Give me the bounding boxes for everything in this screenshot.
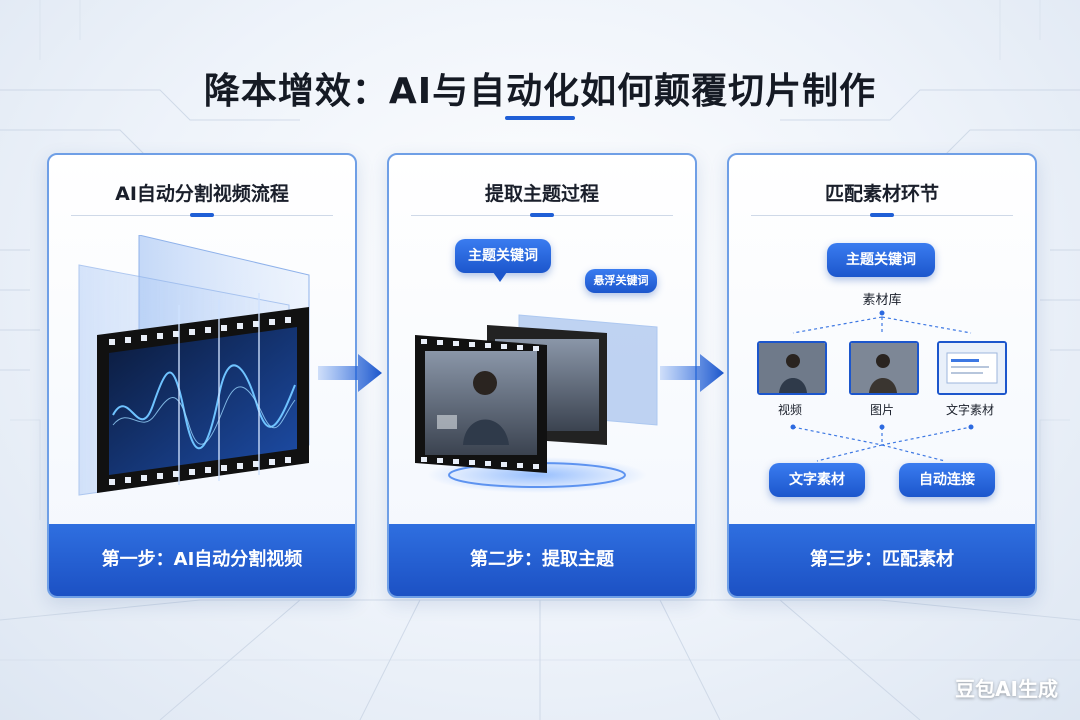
thumb-label-text: 文字素材 <box>945 403 994 417</box>
arrow-right-icon <box>660 354 724 392</box>
step-footer: 第二步：提取主题 <box>389 524 695 596</box>
auto-connect-pill: 自动连接 <box>899 463 995 497</box>
card-extract-topic: 提取主题过程 主题关键词 悬浮关键词 <box>387 153 697 598</box>
card-title: 提取主题过程 <box>484 183 599 205</box>
video-thumbnail <box>757 341 827 395</box>
arrow-right-icon <box>318 354 382 392</box>
divider-accent <box>190 213 214 217</box>
card-match-material: 匹配素材环节 主题关键词 素材库 视频 图片 文字素材 文字素材 自动连接 第三… <box>727 153 1037 598</box>
connector-lines <box>790 310 974 462</box>
page-title: 降本增效：AI与自动化如何颠覆切片制作 <box>203 71 877 112</box>
image-thumbnail <box>849 341 919 395</box>
floating-keyword-bubble: 悬浮关键词 <box>585 269 657 293</box>
watermark: 豆包AI生成 <box>955 677 1058 701</box>
title-underline <box>505 116 575 120</box>
video-frames-illustration <box>415 314 658 493</box>
card-title: AI自动分割视频流程 <box>115 183 289 205</box>
film-strip-waveform-illustration <box>78 235 310 496</box>
material-library-label: 素材库 <box>862 293 902 308</box>
step-footer: 第三步：匹配素材 <box>729 524 1035 596</box>
text-material-thumbnail <box>937 341 1007 395</box>
step-footer: 第一步：AI自动分割视频 <box>49 524 355 596</box>
text-material-pill: 文字素材 <box>769 463 865 497</box>
topic-keyword-pill: 主题关键词 <box>827 243 935 277</box>
divider-accent <box>530 213 554 217</box>
bubble-tail <box>493 272 507 282</box>
thumb-label-video: 视频 <box>777 403 802 417</box>
card-ai-split: AI自动分割视频流程 <box>47 153 357 598</box>
thumb-label-image: 图片 <box>869 403 894 417</box>
card-title: 匹配素材环节 <box>824 183 939 205</box>
divider-accent <box>870 213 894 217</box>
topic-keyword-bubble: 主题关键词 <box>455 239 551 273</box>
